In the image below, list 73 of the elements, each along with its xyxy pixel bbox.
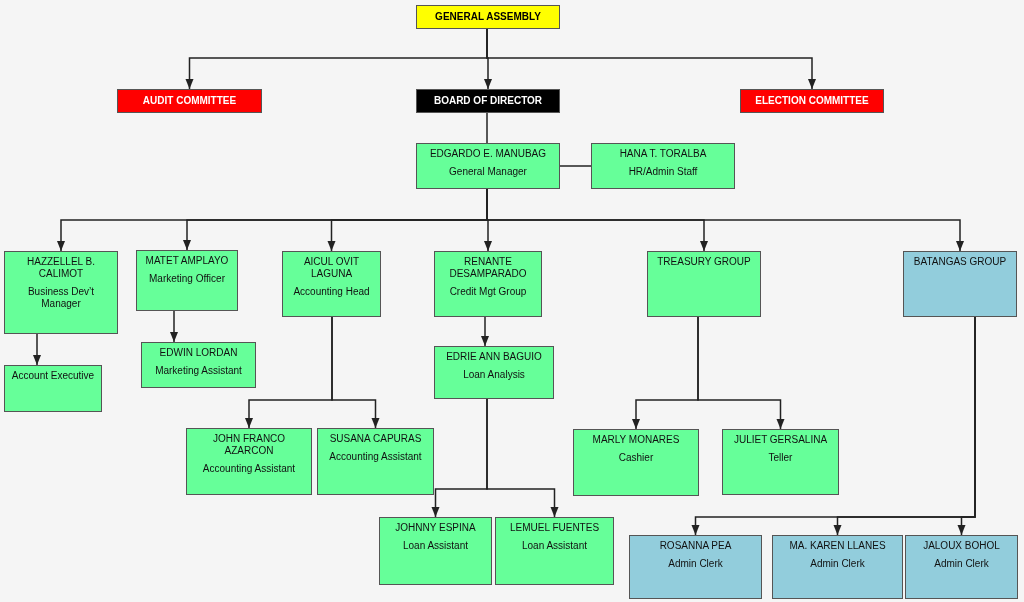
name-label: EDWIN LORDAN: [159, 347, 238, 359]
name-label: Account Executive: [11, 370, 95, 382]
org-box: [772, 535, 903, 599]
org-box: [740, 89, 884, 113]
org-box: [722, 429, 839, 495]
name-label: HANA T. TORALBA: [619, 148, 707, 160]
role-label: Cashier: [618, 452, 654, 464]
name-label: MARLY MONARES: [592, 434, 680, 446]
name-label: JALOUX BOHOL: [923, 540, 1000, 552]
connector-arrow: [697, 316, 785, 430]
org-box: [591, 143, 735, 189]
connector-arrow: [169, 310, 179, 343]
org-box: [186, 428, 312, 495]
org-box: [282, 251, 381, 317]
org-box: [495, 517, 614, 585]
connector-arrow: [480, 316, 490, 347]
org-box: [434, 346, 554, 399]
org-box: [573, 429, 699, 496]
org-box: [629, 535, 762, 599]
connector-arrow: [486, 28, 817, 90]
role-label: Accounting Assistant: [329, 451, 422, 463]
name-label: SUSANA CAPURAS: [329, 433, 422, 445]
role-label: Admin Clerk: [668, 558, 723, 570]
org-box: [416, 89, 560, 113]
role-label: Admin Clerk: [934, 558, 989, 570]
role-label: Accounting Assistant: [202, 463, 296, 475]
org-box: [141, 342, 256, 388]
name-label: MA. KAREN LLANES: [789, 540, 886, 552]
connector-arrow: [486, 398, 559, 518]
role-label: Loan Assistant: [521, 540, 587, 552]
org-box: [647, 251, 761, 317]
org-box: [117, 89, 262, 113]
role-label: Business Dev’t Manager: [26, 286, 96, 310]
org-box: [905, 535, 1018, 599]
role-label: HR/Admin Staff: [628, 166, 698, 178]
role-label: Admin Clerk: [810, 558, 865, 570]
org-box: [903, 251, 1017, 317]
connector-arrow: [957, 316, 976, 536]
name-label: TREASURY GROUP: [657, 256, 751, 268]
org-box: [416, 143, 560, 189]
role-label: General Manager: [449, 166, 527, 178]
name-label: JULIET GERSALINA: [733, 434, 828, 446]
role-label: Teller: [768, 452, 793, 464]
org-box: [136, 250, 238, 311]
role-label: Credit Mgt Group: [449, 286, 527, 298]
name-label: RENANTE DESAMPARADO: [448, 256, 528, 280]
role-label: Accounting Head: [293, 286, 370, 298]
connector-arrow: [32, 333, 42, 366]
name-label: AICUL OVIT LAGUNA: [302, 256, 361, 280]
name-label: JOHN FRANCO AZARCON: [211, 433, 287, 457]
name-label: AUDIT COMMITTEE: [142, 95, 237, 107]
connector-arrow: [331, 316, 380, 429]
role-label: Loan Assistant: [402, 540, 468, 552]
name-label: BOARD OF DIRECTOR: [433, 95, 543, 107]
org-box: [317, 428, 434, 495]
org-box: [4, 365, 102, 412]
name-label: JOHNNY ESPINA: [395, 522, 476, 534]
role-label: Loan Analysis: [463, 369, 525, 381]
name-label: GENERAL ASSEMBLY: [435, 11, 541, 23]
org-box: [4, 251, 118, 334]
name-label: EDRIE ANN BAGUIO: [446, 351, 542, 363]
name-label: BATANGAS GROUP: [913, 256, 1007, 268]
role-label: Marketing Assistant: [155, 365, 242, 377]
org-box: [379, 517, 492, 585]
role-label: Marketing Officer: [149, 273, 225, 285]
name-label: ROSANNA PEA: [659, 540, 732, 552]
name-label: LEMUEL FUENTES: [509, 522, 600, 534]
org-box: [434, 251, 542, 317]
name-label: ELECTION COMMITTEE: [755, 95, 869, 107]
name-label: EDGARDO E. MANUBAG: [429, 148, 547, 160]
org-box: [416, 5, 560, 29]
name-label: HAZZELLEL B. CALIMOT: [26, 256, 96, 280]
name-label: MATET AMPLAYO: [145, 255, 229, 267]
